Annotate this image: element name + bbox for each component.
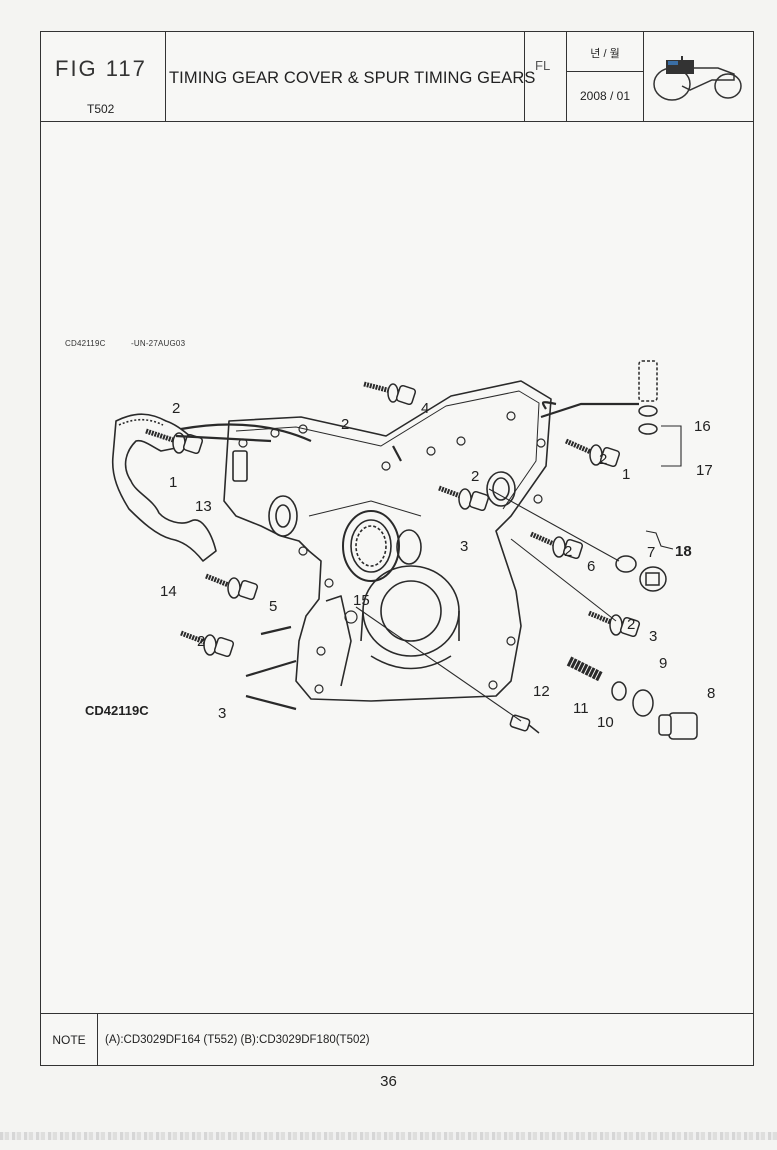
drawing-ref-stamp: -UN-27AUG03 (131, 339, 186, 348)
callout-2: 2 (341, 416, 349, 433)
fl-label: FL (535, 58, 551, 73)
callout-18: 18 (675, 543, 692, 560)
bolt-2-1 (145, 428, 204, 455)
plug-part (615, 555, 667, 592)
callout-2: 2 (197, 633, 205, 650)
relief-valve-part (566, 656, 698, 740)
bolt-4 (363, 381, 417, 406)
date-value: 2008 / 01 (579, 89, 631, 103)
header-table: FIG 117 T502 TIMING GEAR COVER & SPUR TI… (41, 32, 753, 122)
callout-17: 17 (696, 462, 713, 479)
logo-cell (644, 32, 753, 121)
title-cell: TIMING GEAR COVER & SPUR TIMING GEARS (166, 32, 535, 121)
page-frame: FIG 117 T502 TIMING GEAR COVER & SPUR TI… (40, 31, 754, 1066)
figure-number: FIG 117 (55, 56, 147, 81)
callout-10: 10 (597, 714, 614, 731)
callout-16: 16 (694, 418, 711, 435)
note-label: NOTE (41, 1014, 98, 1066)
scan-edge-strip (0, 1132, 777, 1140)
front-seal-part (342, 510, 400, 582)
fl-cell: FL (525, 32, 567, 121)
callout-5: 5 (269, 598, 277, 615)
bolt-3-left (180, 630, 235, 658)
bolt-3-upper (438, 485, 490, 512)
bolt-6 (529, 531, 584, 560)
callout-3: 3 (649, 628, 657, 645)
page-title: TIMING GEAR COVER & SPUR TIMING GEARS (169, 69, 536, 87)
drawing-ref-code: CD42119C (65, 339, 106, 348)
callout-14: 14 (160, 583, 177, 600)
callout-11: 11 (573, 700, 589, 717)
bolt-1-right (564, 438, 621, 468)
callout-1: 1 (169, 474, 177, 491)
figure-cell: FIG 117 T502 (41, 32, 166, 121)
callout-12: 12 (533, 683, 550, 700)
callout-9: 9 (659, 655, 667, 672)
tractor-icon (653, 56, 742, 101)
callout-3: 3 (460, 538, 468, 555)
callout-2: 2 (172, 400, 180, 417)
callout-13: 13 (195, 498, 212, 515)
exploded-parts-diagram: 2 1 13 14 2 4 2 3 2 1 16 17 7 18 2 6 15 (111, 360, 715, 740)
callout-2: 2 (627, 616, 635, 633)
bolt-5 (205, 573, 259, 601)
date-cell: 년 / 월 2008 / 01 (567, 32, 644, 121)
timing-cover-part (223, 380, 552, 702)
page-number: 36 (380, 1073, 397, 1090)
callout-6: 6 (587, 558, 595, 575)
drawing-ref-code-bottom: CD42119C (85, 703, 149, 718)
callout-2: 2 (471, 468, 479, 485)
bolt-3-right (588, 610, 641, 638)
exploded-view-area: CD42119C -UN-27AUG03 CD42119C (41, 121, 753, 1013)
sensor-part (638, 360, 658, 435)
callout-3: 3 (218, 705, 226, 722)
note-text: (A):CD3029DF164 (T552) (B):CD3029DF180(T… (105, 1034, 370, 1046)
figure-code: T502 (87, 102, 115, 116)
dowel-part (509, 714, 540, 734)
callout-2: 2 (564, 543, 572, 560)
callout-2: 2 (599, 451, 607, 468)
callout-15: 15 (353, 592, 370, 609)
callout-4: 4 (421, 400, 429, 417)
note-row: NOTE (A):CD3029DF164 (T552) (B):CD3029DF… (41, 1013, 753, 1066)
callout-7: 7 (647, 544, 655, 561)
callout-1: 1 (622, 466, 630, 483)
date-label: 년 / 월 (567, 32, 643, 72)
callout-8: 8 (707, 685, 715, 702)
